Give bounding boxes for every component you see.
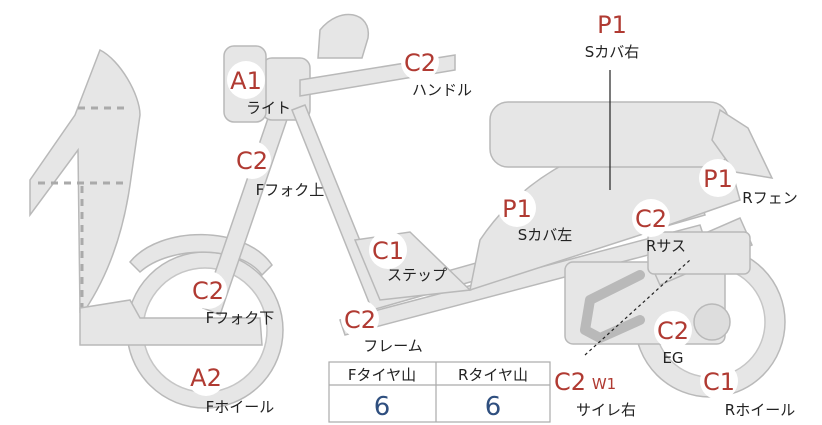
badge-circle <box>700 362 738 400</box>
part-label: Fフォク上 <box>256 181 325 199</box>
grade-code: C2 <box>635 205 667 233</box>
badge-circle <box>498 189 536 227</box>
rear-fender <box>711 108 774 179</box>
badge-circle <box>632 199 670 237</box>
grade-code: C2 <box>554 368 586 396</box>
rear-suspension-block <box>647 231 751 275</box>
seat <box>489 101 729 168</box>
badge-circle <box>401 43 439 81</box>
part-label: EG <box>662 349 683 367</box>
grade-code: C2 <box>657 317 689 345</box>
badge-circle <box>593 5 631 43</box>
rear-hub <box>693 303 731 341</box>
front-tire-value: 6 <box>374 392 391 422</box>
grade-code: P1 <box>502 195 532 223</box>
front-fairing <box>29 48 141 314</box>
grade-code: C2 <box>236 147 268 175</box>
part-label: Fフォク下 <box>206 309 275 327</box>
grade-code: A2 <box>190 364 222 392</box>
part-label: Rサス <box>646 237 686 255</box>
badge-circle <box>654 311 692 349</box>
part-label: Fホイール <box>206 398 275 416</box>
grade-sub-code: W1 <box>592 375 616 393</box>
badge-circle <box>233 141 271 179</box>
part-label: Rホイール <box>725 401 795 419</box>
part-label: Sカバ右 <box>585 43 640 61</box>
rear-tire-value: 6 <box>485 392 502 422</box>
badge-silencer-right: C2 W1 サイレ右 <box>551 362 636 419</box>
grade-code: C1 <box>703 368 735 396</box>
grade-code: P1 <box>703 165 733 193</box>
rear-tire-header: Rタイヤ山 <box>458 366 528 384</box>
part-label: ステップ <box>387 266 447 284</box>
grade-code: P1 <box>597 11 627 39</box>
mirror <box>317 13 369 59</box>
badge-circle <box>551 362 589 400</box>
part-label: ライト <box>246 99 291 117</box>
lower-front-body <box>79 299 263 346</box>
badge-frame: C2 フレーム <box>341 300 423 355</box>
badge-circle <box>341 300 379 338</box>
badge-circle <box>699 159 737 197</box>
badge-circle <box>189 271 227 309</box>
grade-code: C2 <box>404 49 436 77</box>
grade-code: C2 <box>344 306 376 334</box>
part-label: Sカバ左 <box>518 226 573 244</box>
badge-circle <box>187 358 225 396</box>
table-border <box>328 361 551 423</box>
part-label: サイレ右 <box>576 401 636 419</box>
part-label: ハンドル <box>412 81 472 99</box>
grade-code: C1 <box>372 237 404 265</box>
part-label: Rフェン <box>742 189 797 207</box>
front-tire-header: Fタイヤ山 <box>348 366 416 384</box>
badge-circle <box>227 61 265 99</box>
grade-code: A1 <box>230 67 262 95</box>
part-label: フレーム <box>363 337 423 355</box>
badge-sub-circle <box>591 370 617 396</box>
badge-light: A1 ライト <box>227 61 291 117</box>
badge-handle: C2 ハンドル <box>401 43 472 99</box>
badge-circle <box>369 231 407 269</box>
tire-tread-table: Fタイヤ山 Rタイヤ山 6 6 <box>328 361 551 423</box>
exhaust-pipe <box>580 270 645 343</box>
grade-code: C2 <box>192 277 224 305</box>
